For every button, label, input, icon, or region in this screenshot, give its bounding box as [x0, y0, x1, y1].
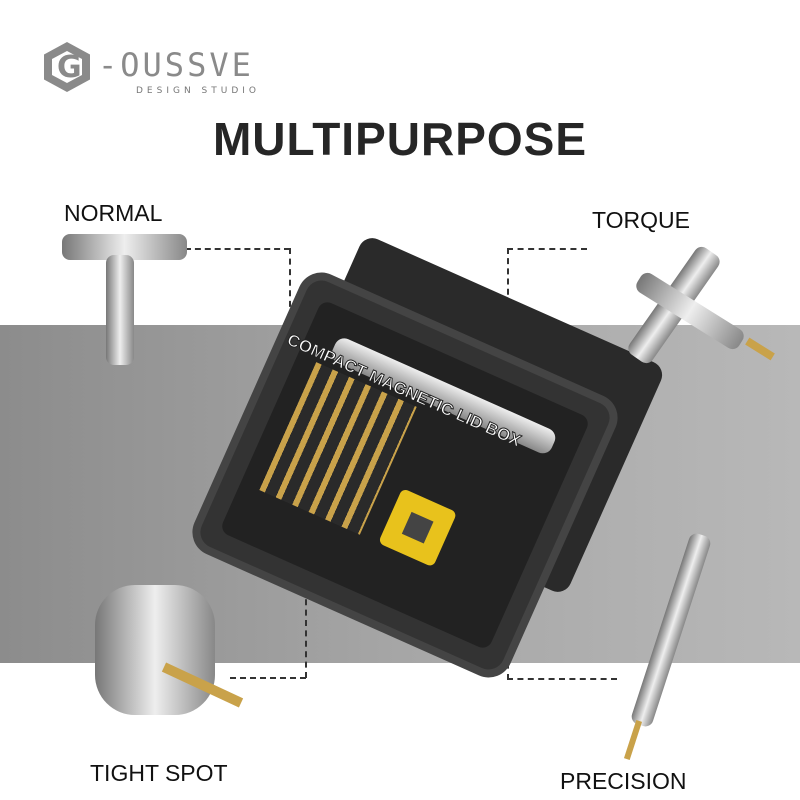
- connector-normal: [185, 248, 290, 250]
- logo-name: -OUSSVE: [98, 46, 254, 84]
- connector-precision: [507, 640, 509, 680]
- label-normal: NORMAL: [64, 200, 163, 226]
- connector-precision-h: [507, 678, 617, 680]
- connector-tight-h: [230, 677, 306, 679]
- logo-initial: G: [57, 50, 82, 85]
- logo-tagline: DESIGN STUDIO: [136, 86, 261, 96]
- magnetizer-block: [378, 488, 458, 568]
- page-title: MULTIPURPOSE: [212, 113, 588, 165]
- label-tight-spot: TIGHT SPOT: [90, 760, 228, 786]
- label-precision: PRECISION: [560, 768, 687, 794]
- label-torque: TORQUE: [592, 207, 690, 233]
- brand-logo: G -OUSSVE DESIGN STUDIO: [44, 42, 274, 102]
- connector-normal-v: [289, 248, 291, 328]
- connector-torque: [507, 248, 587, 250]
- connector-tight: [305, 568, 307, 678]
